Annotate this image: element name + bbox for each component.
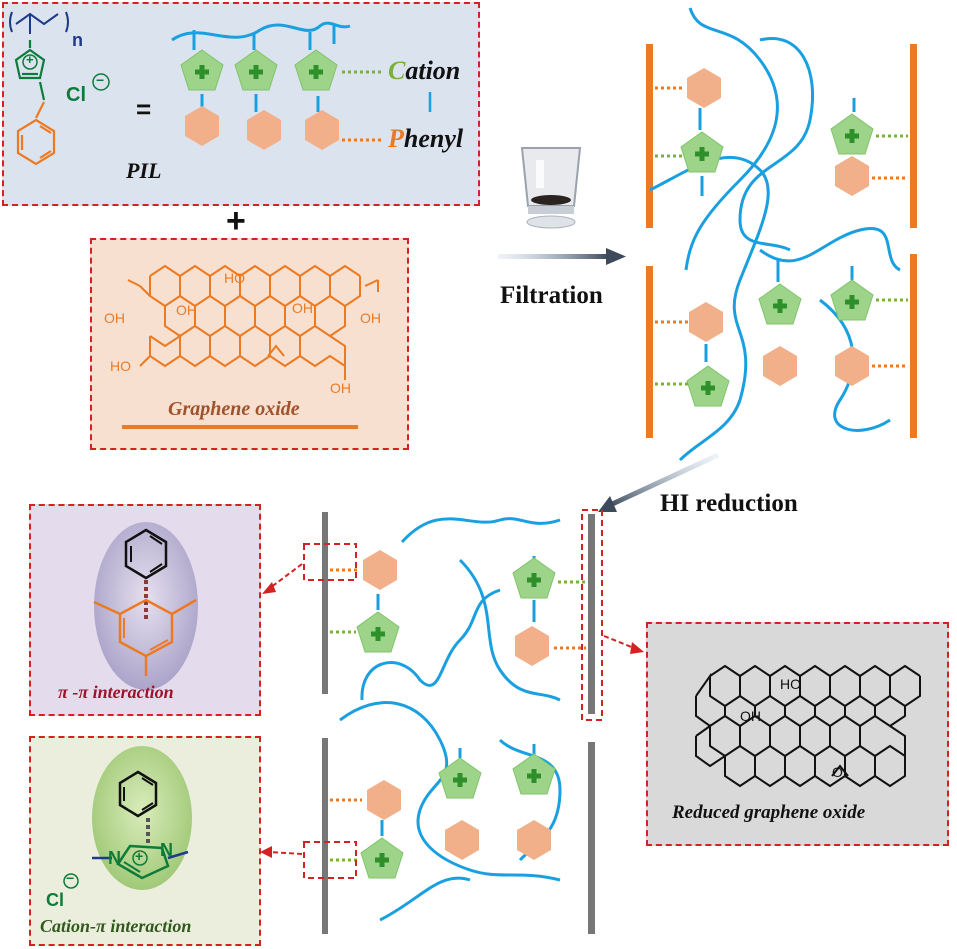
rgo-panel: [646, 622, 949, 846]
go-oh-label: OH: [104, 310, 125, 326]
cation-label: Cation: [388, 56, 460, 86]
pil-minus-charge: −: [96, 72, 105, 88]
hi-reduction-arrow: [598, 452, 720, 512]
graphene-oxide-sheet-bar: [122, 425, 358, 429]
phenyl-rest: henyl: [403, 124, 464, 153]
go-oh-label: OH: [292, 300, 313, 316]
pil-label: PIL: [126, 158, 162, 183]
graphene-oxide-label: Graphene oxide: [168, 398, 300, 420]
rgo-pil-composite: [260, 509, 644, 934]
pil-monomer-structure: [9, 11, 69, 34]
benzyl-group: [16, 101, 56, 166]
pil-chloride-label: Cl: [66, 84, 86, 106]
cation-pi-interaction-label: Cation-π interaction: [40, 916, 192, 936]
rgo-epoxide-label: O: [832, 764, 843, 780]
equals-sign: =: [136, 94, 152, 124]
polymer-n-subscript: n: [72, 30, 83, 50]
filtration-arrow: [498, 248, 626, 265]
phenyl-initial: P: [388, 124, 404, 153]
rgo-structure: [695, 664, 921, 788]
plus-sign: +: [226, 202, 246, 240]
go-oh-label: OH: [330, 380, 351, 396]
cation-pi-plus-charge: +: [135, 848, 144, 864]
imidazolium-ring: [14, 40, 46, 101]
cation-pi-n-label: N: [160, 840, 173, 860]
cation-pi-n2-label: N: [108, 848, 121, 868]
go-oh-label: HO: [110, 358, 131, 374]
phenyl-label: Phenyl: [388, 124, 463, 154]
filtration-funnel-icon: [520, 147, 582, 229]
pil-chain-schematic: [171, 21, 432, 150]
pi-pi-interaction-label: π -π interaction: [58, 682, 174, 702]
filtration-label: Filtration: [500, 282, 603, 309]
rgo-ho-label: HO: [780, 676, 801, 692]
go-oh-label: HO: [224, 270, 245, 286]
go-pil-composite: [646, 7, 917, 462]
rgo-oh-label: OH: [740, 708, 761, 724]
chloride-minus-circle: [92, 73, 110, 91]
imidazolium-plus-charge: +: [26, 52, 34, 67]
cation-pi-illustration: [63, 746, 192, 890]
cation-rest: ation: [405, 56, 461, 85]
graphene-oxide-structure: [127, 264, 379, 380]
go-oh-label: OH: [360, 310, 381, 326]
cation-initial: C: [388, 56, 406, 85]
pi-pi-illustration: [93, 522, 198, 690]
rgo-label: Reduced graphene oxide: [672, 802, 866, 823]
cation-pi-chloride: Cl: [46, 890, 64, 910]
go-oh-label: OH: [176, 302, 197, 318]
cation-pi-minus: −: [66, 870, 75, 886]
hi-reduction-label: HI reduction: [660, 490, 798, 517]
